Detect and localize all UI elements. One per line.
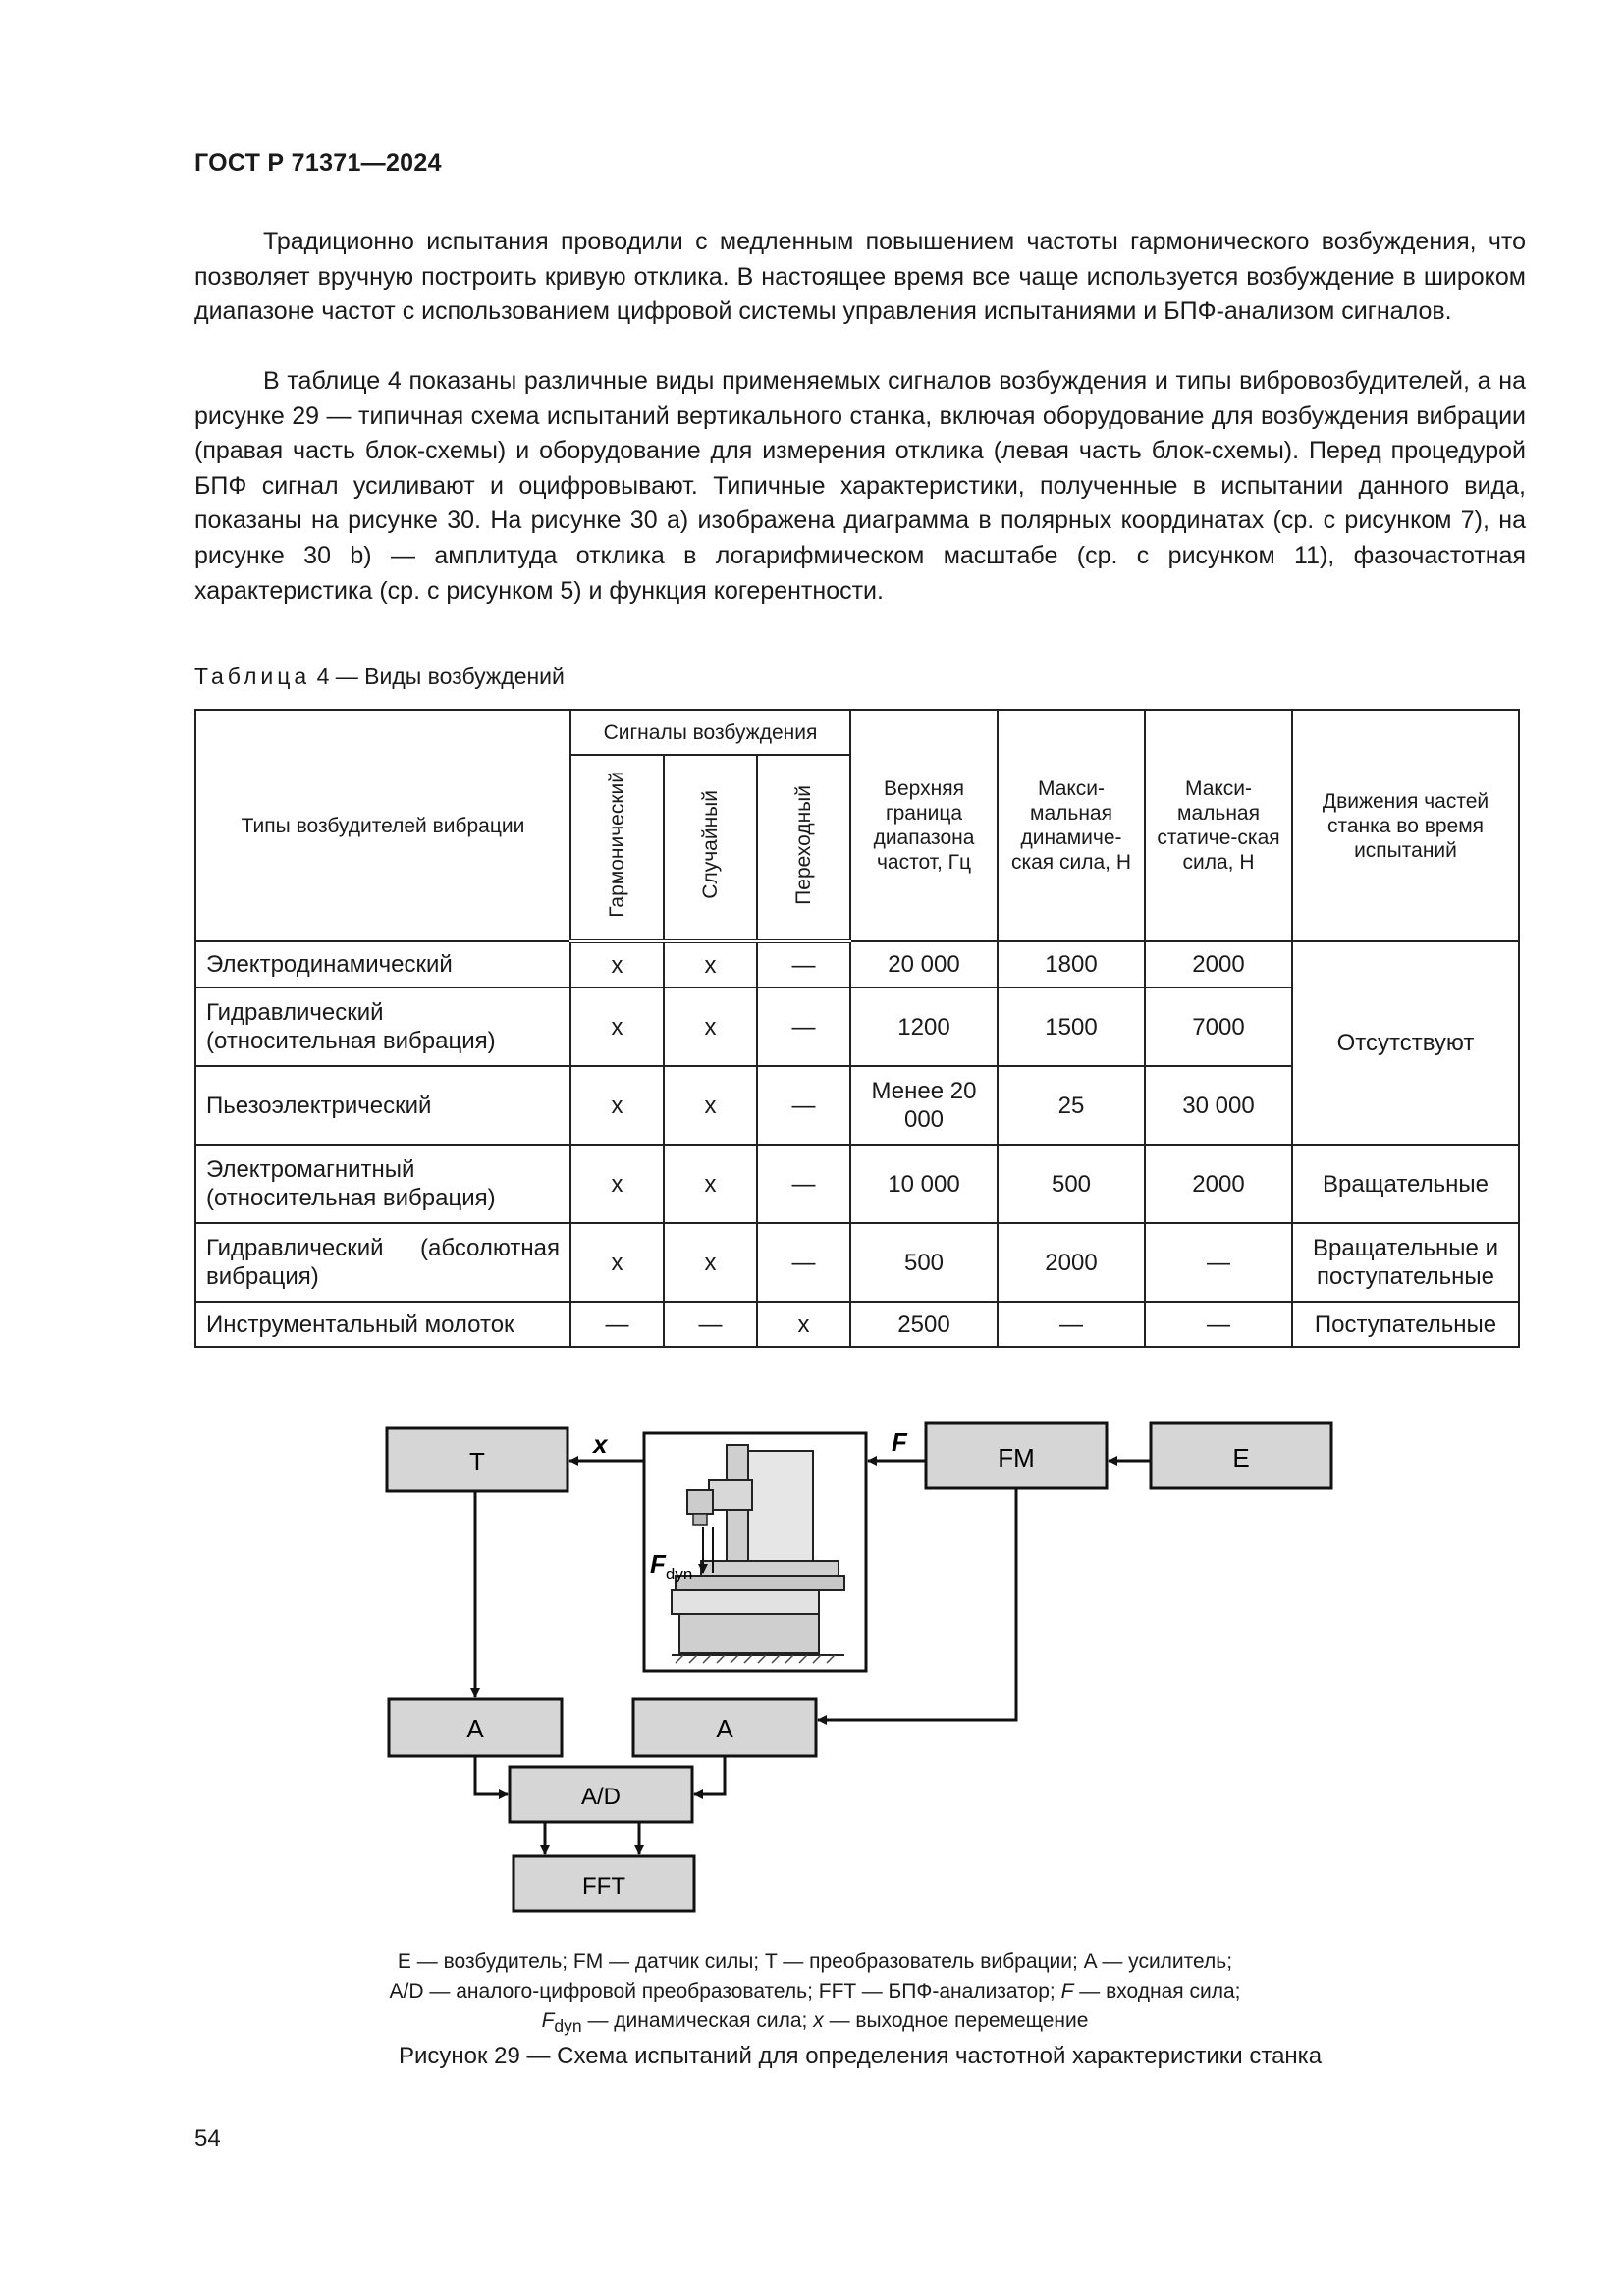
figure-caption: Рисунок 29 — Схема испытаний для определ… bbox=[398, 2043, 1323, 2069]
cell-random: x bbox=[663, 1222, 758, 1303]
cell-transient: — bbox=[756, 1222, 851, 1303]
legend-line-1: E — возбудитель; FM — датчик силы; T — п… bbox=[397, 1950, 1233, 1973]
cell-static-force: 2000 bbox=[1144, 1144, 1293, 1224]
figure-legend: E — возбудитель; FM — датчик силы; T — п… bbox=[236, 1948, 1394, 2041]
cell-random: x bbox=[663, 987, 758, 1067]
paragraph-2: В таблице 4 показаны различные виды прим… bbox=[194, 367, 1526, 605]
label-fdyn: Fdyn bbox=[650, 1549, 692, 1583]
svg-text:A/D: A/D bbox=[581, 1784, 621, 1810]
cell-dynamic-force: 1500 bbox=[997, 987, 1146, 1067]
cell-motion: Вращательные и поступательные bbox=[1291, 1222, 1520, 1303]
block-E: E bbox=[1149, 1421, 1333, 1490]
cell-static-force: — bbox=[1144, 1301, 1293, 1348]
legend-line-3: Fdyn — динамическая сила; x — выходное п… bbox=[541, 2009, 1089, 2037]
page-number: 54 bbox=[194, 2125, 221, 2152]
cell-transient: x bbox=[756, 1301, 851, 1348]
cell-dynamic-force: 1800 bbox=[997, 940, 1146, 988]
block-FM: FM bbox=[924, 1421, 1109, 1490]
cell-static-force: 30 000 bbox=[1144, 1065, 1293, 1146]
cell-frequency: Менее 20 000 bbox=[849, 1065, 999, 1146]
header-harmonic: Гармонический bbox=[569, 754, 665, 943]
cell-static-force: — bbox=[1144, 1222, 1293, 1303]
cell-harmonic: x bbox=[569, 1222, 665, 1303]
header-max-static-force: Макси-мальная статиче-ская сила, Н bbox=[1144, 709, 1293, 942]
svg-text:FFT: FFT bbox=[582, 1873, 625, 1899]
cell-frequency: 20 000 bbox=[849, 940, 999, 988]
cell-harmonic: x bbox=[569, 940, 665, 988]
cell-motion: Вращательные bbox=[1291, 1144, 1520, 1224]
svg-text:E: E bbox=[1232, 1443, 1249, 1472]
excitation-types-table: Типы возбудителей вибрации Сигналы возбу… bbox=[194, 709, 1520, 1348]
cell-harmonic: x bbox=[569, 1144, 665, 1224]
table-row: Гидравлический (относительная вибрация) … bbox=[194, 987, 1519, 1067]
cell-frequency: 10 000 bbox=[849, 1144, 999, 1224]
block-amplifier-left: A bbox=[387, 1697, 564, 1758]
cell-dynamic-force: 25 bbox=[997, 1065, 1146, 1146]
arrow-FM-to-amplifier bbox=[817, 1488, 1018, 1725]
cell-harmonic: x bbox=[569, 1065, 665, 1146]
cell-frequency: 2500 bbox=[849, 1301, 999, 1348]
cell-type: Пьезоэлектрический bbox=[194, 1065, 571, 1146]
svg-text:FM: FM bbox=[998, 1443, 1035, 1472]
table-row: Пьезоэлектрический x x — Менее 20 000 25… bbox=[194, 1065, 1519, 1146]
arrow-amplifier-right-to-ad bbox=[693, 1756, 727, 1799]
header-transient: Переходный bbox=[756, 754, 851, 943]
cell-type: Инструментальный молоток bbox=[194, 1301, 571, 1348]
cell-dynamic-force: 500 bbox=[997, 1144, 1146, 1224]
label-F: F bbox=[892, 1427, 908, 1457]
cell-type: Гидравлический (абсолютная вибрация) bbox=[194, 1222, 571, 1303]
cell-type: Гидравлический (относительная вибрация) bbox=[194, 987, 571, 1067]
cell-frequency: 500 bbox=[849, 1222, 999, 1303]
header-upper-frequency: Верхняя граница диапазона частот, Гц bbox=[849, 709, 999, 942]
cell-random: x bbox=[663, 940, 758, 988]
header-random: Случайный bbox=[663, 754, 758, 943]
paragraph-1: Традиционно испытания проводили с медлен… bbox=[194, 228, 1526, 326]
cell-motion-merged: Отсутствуют bbox=[1291, 940, 1520, 1146]
cell-dynamic-force: 2000 bbox=[997, 1222, 1146, 1303]
cell-frequency: 1200 bbox=[849, 987, 999, 1067]
cell-random: x bbox=[663, 1065, 758, 1146]
cell-type: Электродинамический bbox=[194, 940, 571, 988]
table-caption-label: Таблица bbox=[194, 664, 311, 689]
cell-transient: — bbox=[756, 1144, 851, 1224]
table-row: Электродинамический x x — 20 000 1800 20… bbox=[194, 940, 1520, 1146]
header-types: Типы возбудителей вибрации bbox=[194, 709, 571, 942]
cell-transient: — bbox=[756, 987, 851, 1067]
cell-harmonic: — bbox=[569, 1301, 665, 1348]
header-max-dynamic-force: Макси-мальная динамиче-ская сила, Н bbox=[997, 709, 1146, 942]
block-T: T bbox=[385, 1426, 569, 1493]
cell-transient: — bbox=[756, 940, 851, 988]
cell-harmonic: x bbox=[569, 987, 665, 1067]
header-machine-motion: Движения частей станка во время испытани… bbox=[1291, 709, 1520, 942]
svg-text:T: T bbox=[469, 1447, 485, 1476]
document-header: ГОСТ Р 71371—2024 bbox=[194, 149, 442, 177]
cell-motion: Поступательные bbox=[1291, 1301, 1520, 1348]
cell-random: x bbox=[663, 1144, 758, 1224]
legend-line-2: A/D — аналого-цифровой преобразователь; … bbox=[389, 1980, 1241, 2002]
table-caption-text: 4 — Виды возбуждений bbox=[316, 664, 565, 689]
label-x: x bbox=[591, 1429, 609, 1459]
table-row: Гидравлический (абсолютная вибрация) x x… bbox=[194, 1222, 1520, 1303]
svg-text:A: A bbox=[466, 1714, 484, 1743]
header-signals-group: Сигналы возбуждения bbox=[569, 709, 851, 756]
block-fft: FFT bbox=[512, 1854, 696, 1913]
block-amplifier-right: A bbox=[631, 1697, 818, 1758]
cell-static-force: 2000 bbox=[1144, 940, 1293, 988]
table-caption: Таблица 4 — Виды возбуждений bbox=[194, 664, 565, 690]
table-row: Электромагнитный (относительная вибрация… bbox=[194, 1144, 1520, 1224]
block-ad-converter: A/D bbox=[508, 1765, 694, 1824]
cell-static-force: 7000 bbox=[1144, 987, 1293, 1067]
cell-dynamic-force: — bbox=[997, 1301, 1146, 1348]
table-row: Инструментальный молоток — — x 2500 — — … bbox=[194, 1301, 1520, 1348]
arrow-amplifier-left-to-ad bbox=[473, 1756, 509, 1799]
svg-text:A: A bbox=[716, 1714, 733, 1743]
vertical-machine-tool-illustration bbox=[642, 1431, 868, 1673]
cell-type: Электромагнитный (относительная вибрация… bbox=[194, 1144, 571, 1224]
cell-transient: — bbox=[756, 1065, 851, 1146]
cell-random: — bbox=[663, 1301, 758, 1348]
